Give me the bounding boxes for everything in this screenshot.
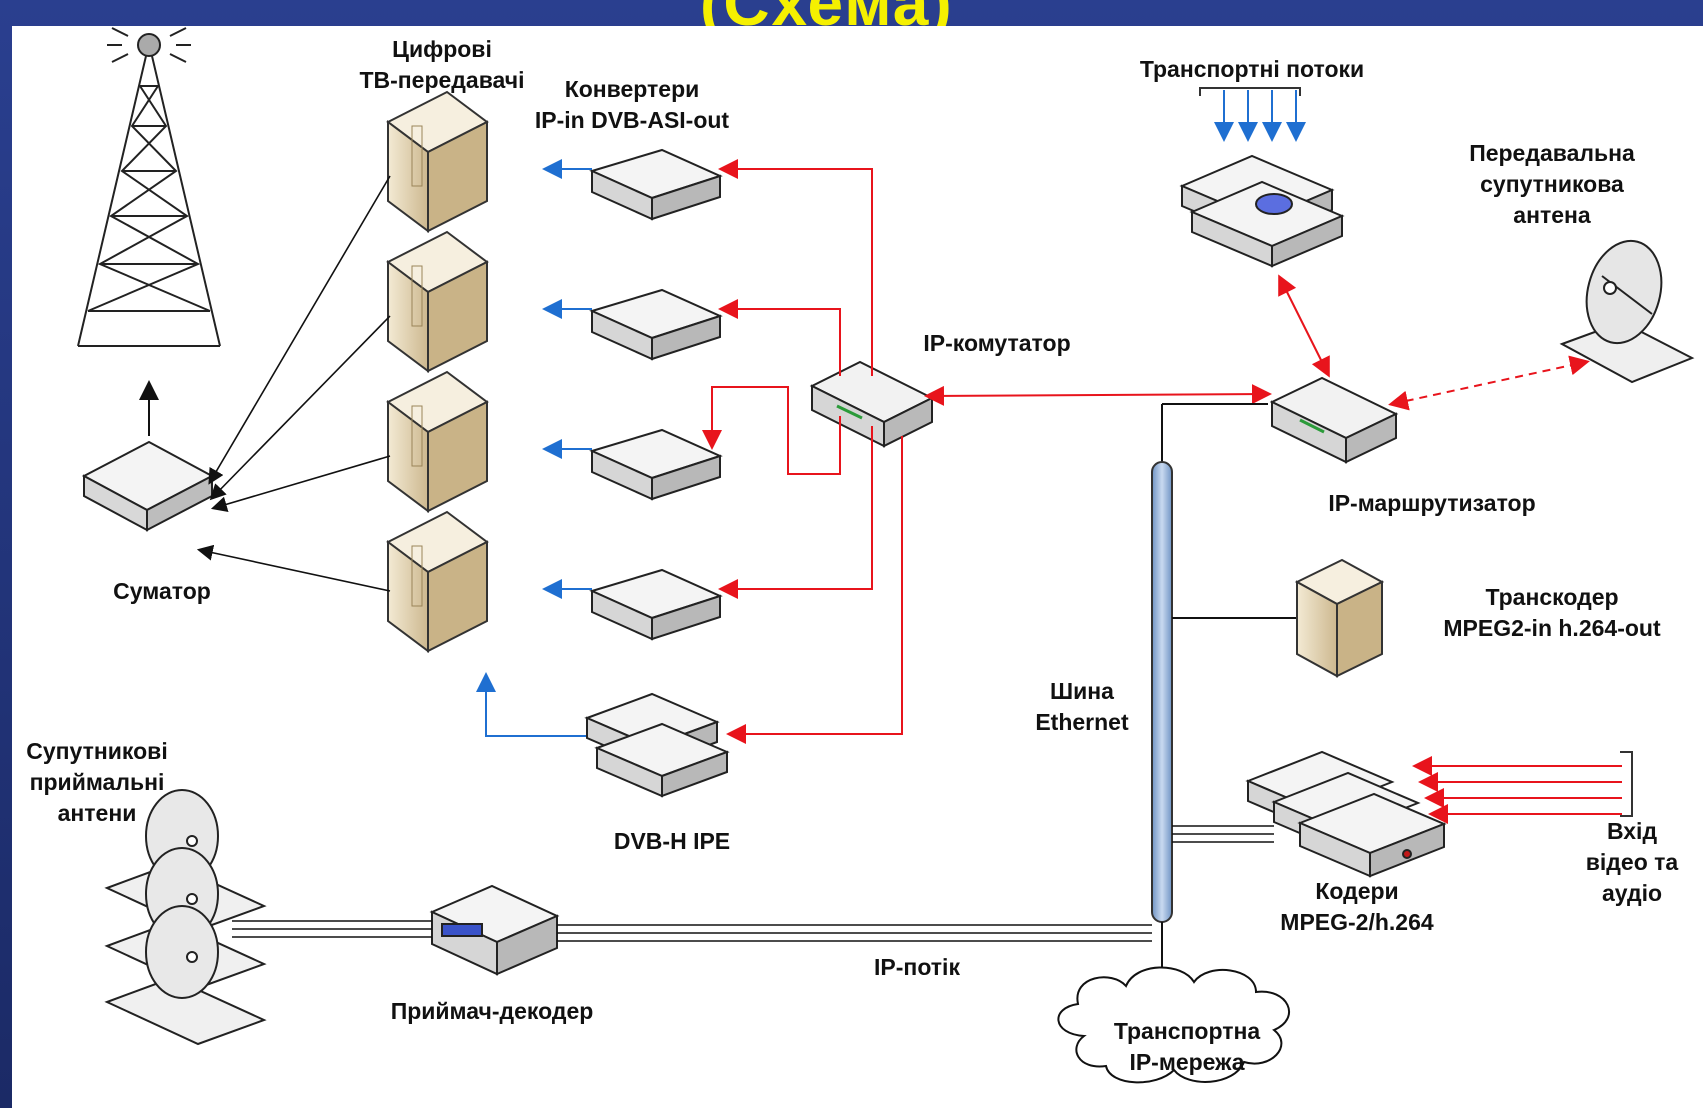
- transcoder-device: [1294, 558, 1385, 678]
- diagram-canvas: Цифрові ТВ-передавачі Конвертери IP-in D…: [12, 26, 1703, 1108]
- bus-to-encoder-links: [1172, 825, 1274, 843]
- label-sat-rx-antennas: Супутникові приймальні антени: [26, 738, 168, 826]
- label-ip-stream: IP-потік: [874, 954, 960, 980]
- label-av-input: Вхід відео та аудіо: [1585, 818, 1679, 906]
- multiplexer-device: [1179, 154, 1345, 268]
- receiving-satellite-dishes-icon: [104, 789, 267, 1046]
- mux-router-link: [1278, 274, 1330, 378]
- switch-router-link: [924, 384, 1272, 406]
- transport-network-cloud: [1057, 966, 1290, 1084]
- switch-to-converter-links: [702, 159, 903, 744]
- label-dvbh-ipe: DVB-H IPE: [613, 828, 731, 854]
- label-transcoder: Транскодер MPEG2-in h.264-out: [1443, 584, 1661, 641]
- label-ethernet-bus: Шина Ethernet: [1035, 678, 1129, 735]
- label-converters: Конвертери IP-in DVB-ASI-out: [534, 76, 730, 133]
- transport-streams-arrows: [1199, 87, 1306, 142]
- tv-tower-icon: [77, 27, 221, 347]
- label-uplink-antenna: Передавальна супутникова антена: [1469, 140, 1635, 228]
- label-encoders: Кодери MPEG-2/h.264: [1280, 878, 1434, 935]
- ip-router-device: [1269, 376, 1399, 464]
- uplink-satellite-dish-icon: [1559, 239, 1695, 384]
- label-combiner: Суматор: [113, 578, 211, 604]
- converter-boxes: [589, 148, 723, 641]
- combiner-device: [81, 440, 215, 532]
- ip-stream-links: [232, 920, 1152, 942]
- label-ip-router: IP-маршрутизатор: [1328, 490, 1536, 516]
- dvbh-ipe-device: [584, 692, 730, 798]
- receiver-decoder-device: [429, 884, 560, 976]
- transmitter-to-combiner-links: [196, 175, 391, 592]
- label-tv-transmitters: Цифрові ТВ-передавачі: [359, 36, 525, 93]
- label-ip-switch: IP-комутатор: [923, 330, 1071, 356]
- label-transport-streams: Транспортні потоки: [1139, 56, 1365, 82]
- label-receiver-decoder: Приймач-декодер: [390, 998, 594, 1024]
- network-diagram: [77, 27, 1695, 1084]
- encoder-devices: [1245, 750, 1447, 878]
- label-transport-network: Транспортна IP-мережа: [1113, 1018, 1261, 1075]
- av-input-links: [1412, 751, 1633, 824]
- transmitter-racks: [386, 90, 489, 653]
- router-uplink-link: [1388, 355, 1590, 411]
- converter-to-transmitter-links: [476, 159, 592, 737]
